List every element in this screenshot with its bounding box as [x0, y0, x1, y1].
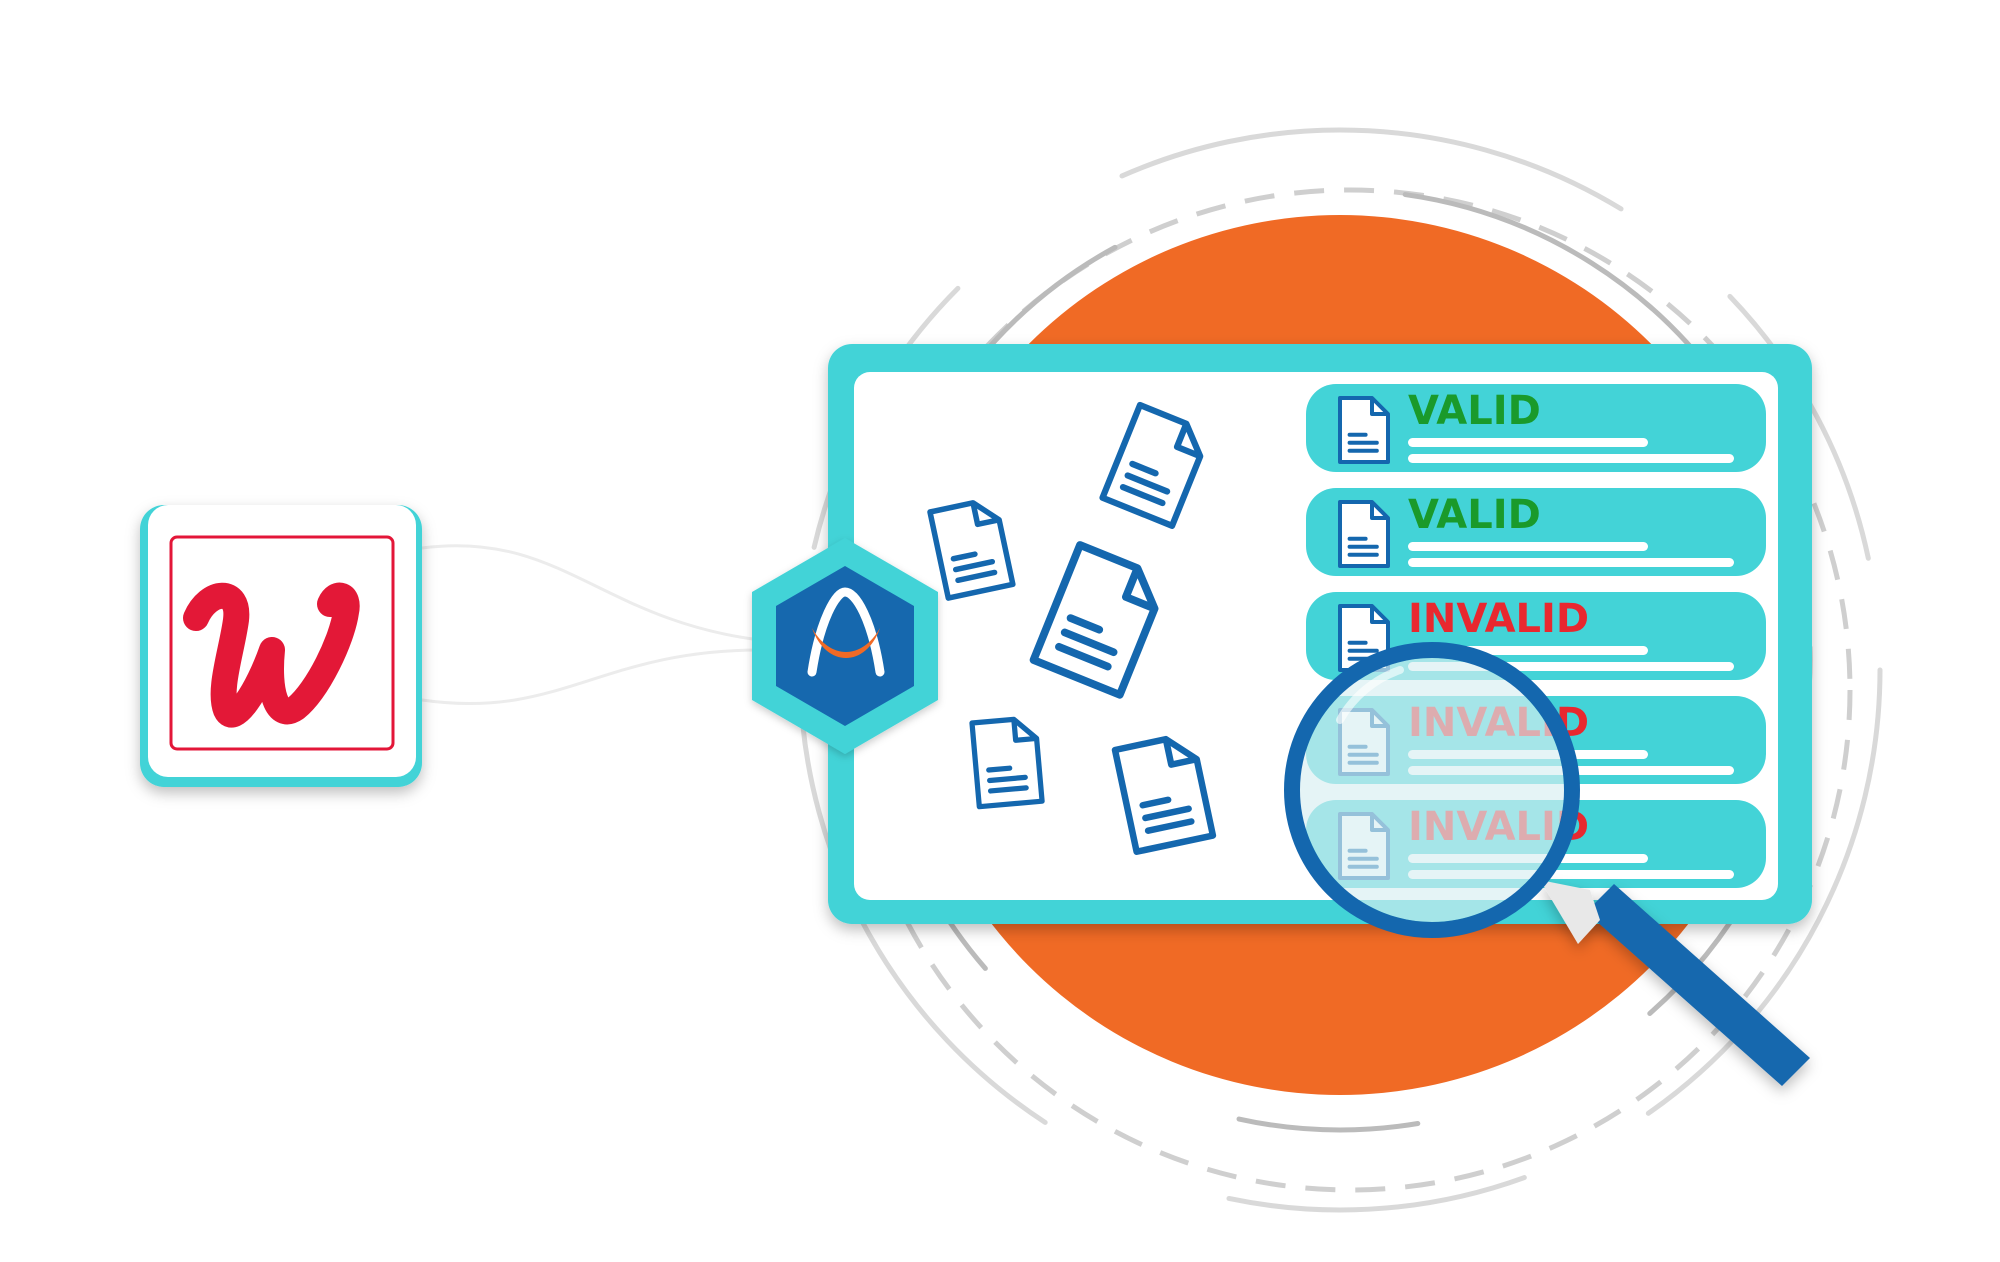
placeholder-text-line — [1408, 454, 1734, 463]
result-row-background — [1306, 488, 1766, 576]
result-row-background — [1306, 384, 1766, 472]
invalid-status-label: INVALID — [1408, 596, 1589, 642]
walgreens-w-logo-icon — [183, 582, 360, 727]
valid-status-label: VALID — [1408, 388, 1541, 434]
document-icon — [1340, 398, 1388, 462]
document-icon — [972, 718, 1042, 807]
connector-line — [421, 544, 761, 642]
hexagon-logo-icon — [752, 538, 938, 754]
placeholder-text-line — [1408, 438, 1648, 447]
magnifying-glass-icon — [1284, 642, 1810, 1086]
placeholder-text-line — [1408, 542, 1648, 551]
connector-line — [421, 648, 761, 705]
result-row: VALID — [1306, 384, 1766, 472]
valid-status-label: VALID — [1408, 492, 1541, 538]
result-row: VALID — [1306, 488, 1766, 576]
placeholder-text-line — [1408, 558, 1734, 567]
document-icon — [1340, 502, 1388, 566]
